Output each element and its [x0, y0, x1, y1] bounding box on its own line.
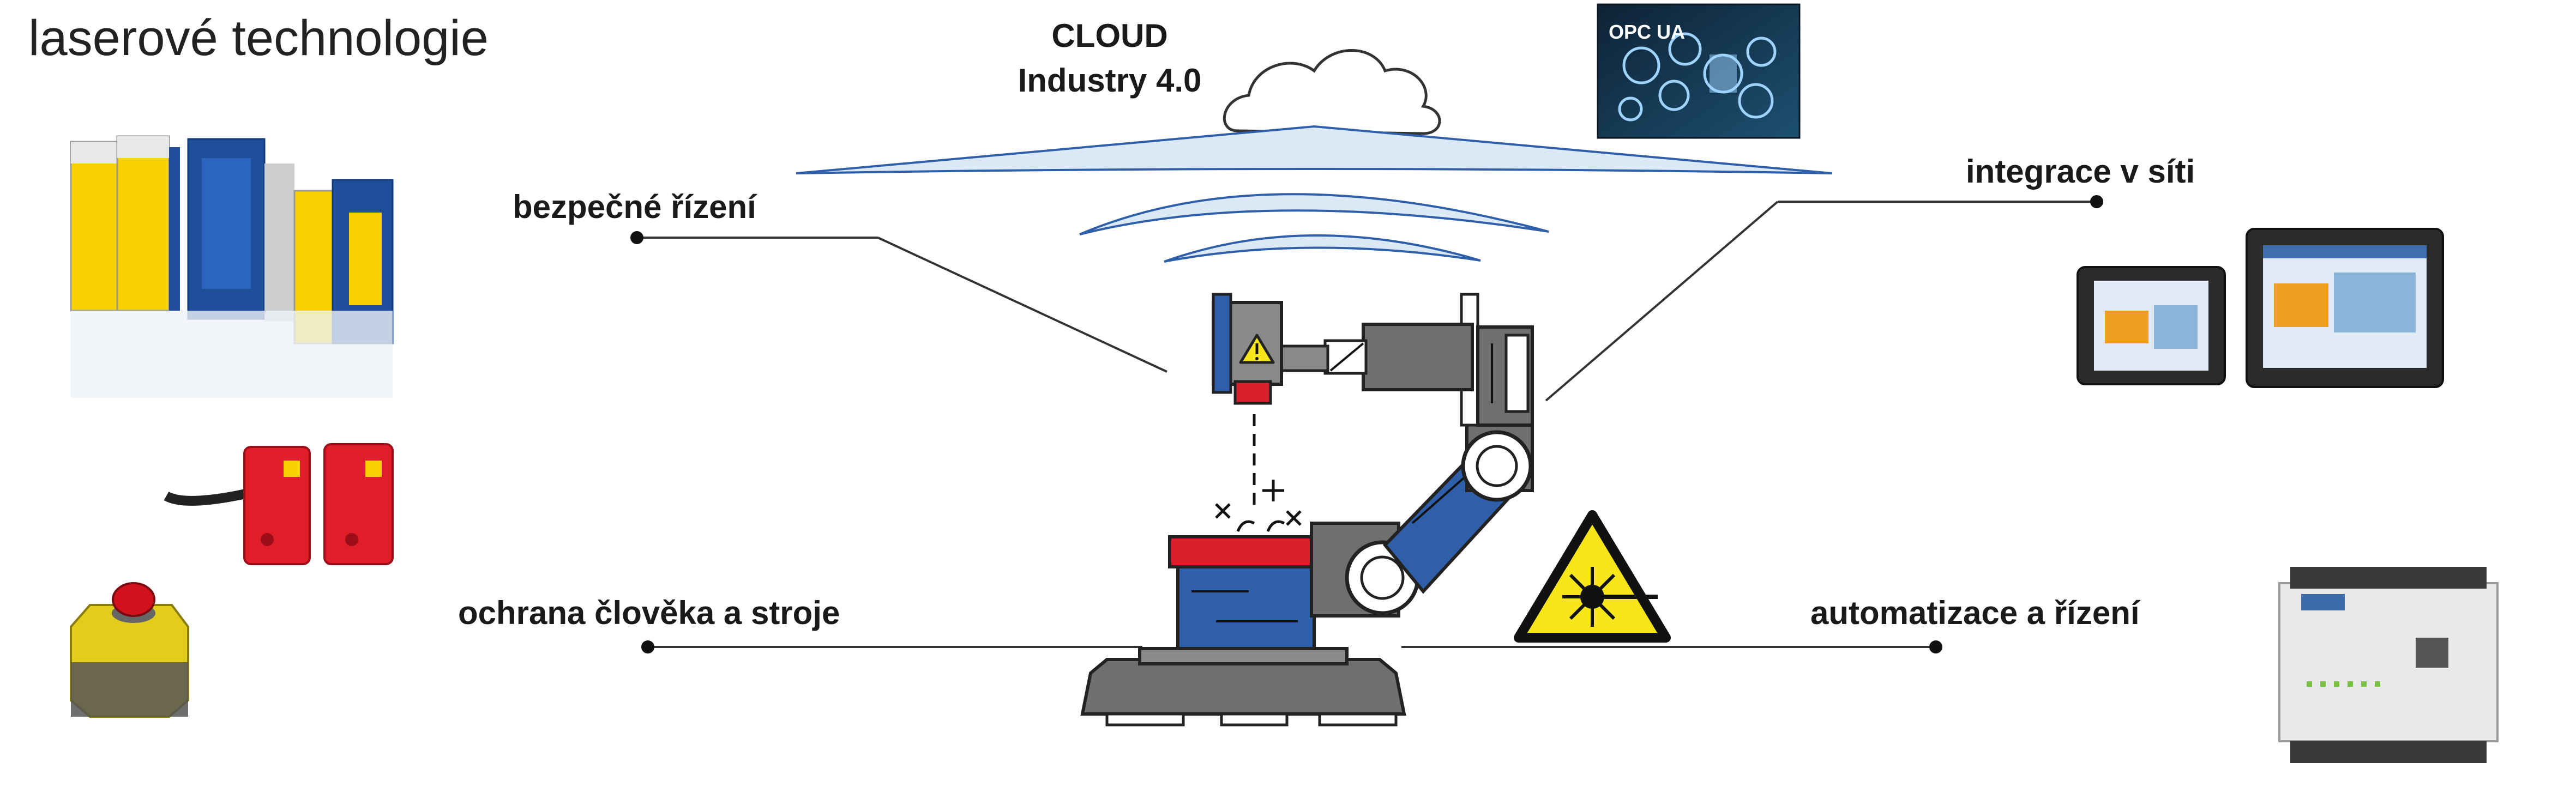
connector-lines: [637, 201, 2097, 648]
opc-ua-label: OPC UA: [1609, 21, 1686, 43]
opc-ua-icon: [1597, 3, 1801, 139]
warning-icon: [1239, 334, 1275, 364]
label-safe-control: bezpečné řízení: [513, 189, 756, 225]
label-automation: automatizace a řízení: [1810, 595, 2140, 631]
page-title: laserové technologie: [28, 10, 489, 66]
emergency-stop-icon: [70, 582, 189, 718]
plc-module-icon: [2278, 567, 2499, 763]
robot-arm-icon: [1080, 293, 1534, 727]
magnetic-sensor-icon: [164, 443, 394, 565]
cloud-label-line2: Industry 4.0: [1018, 62, 1202, 99]
cloud-icon: [1223, 49, 1441, 135]
safety-relay-icon: [70, 135, 394, 398]
cloud-label: CLOUD Industry 4.0: [946, 14, 1273, 103]
signal-waves: [796, 125, 1833, 263]
cloud-label-line1: CLOUD: [1051, 17, 1168, 54]
laser-warning-icon: [1514, 510, 1671, 643]
label-network-integration: integrace v síti: [1966, 153, 2195, 190]
label-protection: ochrana člověka a stroje: [458, 595, 840, 631]
connector-dots: [630, 195, 2103, 653]
hmi-panel-icon: [2077, 228, 2444, 388]
